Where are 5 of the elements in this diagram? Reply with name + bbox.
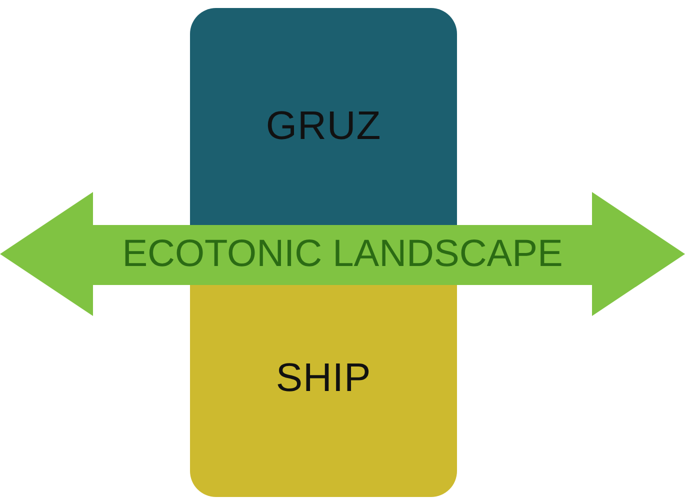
color-block: [190, 285, 457, 497]
color-block: [190, 8, 457, 225]
block-label: GRUZ: [266, 104, 382, 149]
banner-label: ECOTONIC LANDSCAPE: [122, 232, 563, 276]
block-label: SHIP: [276, 356, 372, 400]
